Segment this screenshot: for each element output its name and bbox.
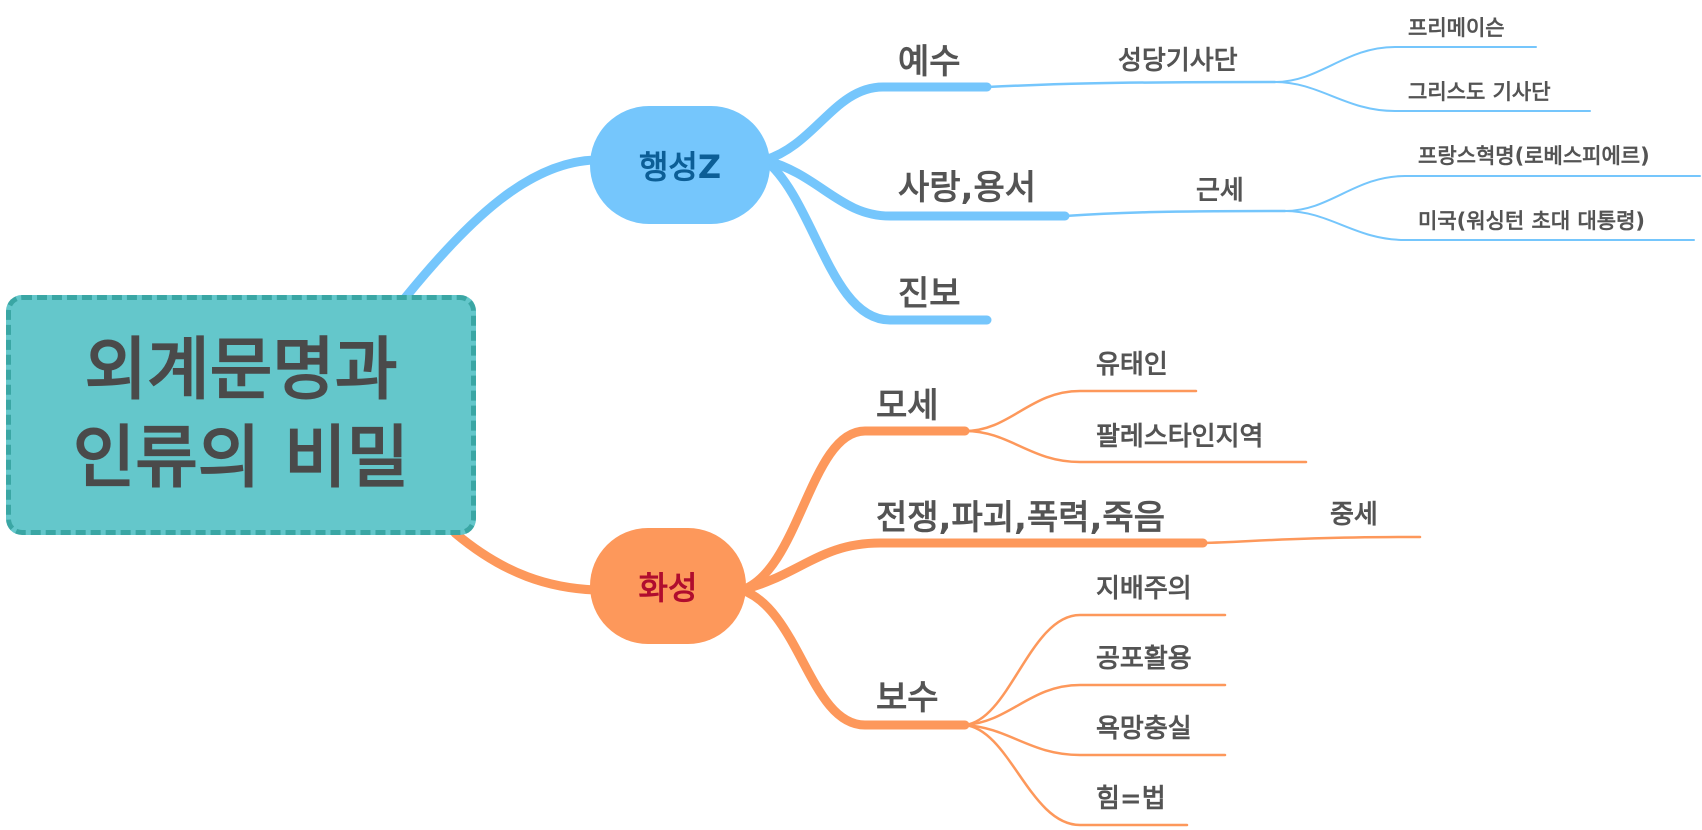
subtopic-early-modern[interactable]: 근세	[1196, 176, 1244, 206]
root-topic-line-1: 외계문명과	[84, 331, 398, 410]
subtopic-love-forgiveness[interactable]: 사랑,용서	[898, 168, 1037, 208]
edge-order-of-christ	[1274, 81, 1591, 112]
edge-love	[760, 155, 1070, 221]
edge-templar	[985, 80, 1277, 89]
leaf-might-is-law[interactable]: 힘=법	[1096, 784, 1166, 814]
leaf-desire[interactable]: 욕망충실	[1096, 714, 1192, 744]
edge-jesus	[760, 82, 992, 165]
edge-conservatism	[737, 585, 970, 730]
subtopic-conservatism[interactable]: 보수	[876, 678, 939, 718]
edge-palestine	[963, 429, 1308, 464]
subtopic-war-destruction[interactable]: 전쟁,파괴,폭력,죽음	[876, 498, 1165, 538]
topic-mars[interactable]: 화성	[590, 528, 746, 644]
edge-fear	[963, 683, 1227, 727]
subtopic-jesus[interactable]: 예수	[898, 42, 961, 82]
edge-early-modern	[1063, 209, 1287, 218]
leaf-jews[interactable]: 유태인	[1096, 350, 1168, 380]
edge-desire	[963, 723, 1227, 757]
edge-progress	[760, 155, 992, 325]
subtopic-progress[interactable]: 진보	[898, 274, 961, 314]
leaf-domination[interactable]: 지배주의	[1096, 574, 1192, 604]
subtopic-templar[interactable]: 성당기사단	[1118, 46, 1238, 76]
subtopic-moses[interactable]: 모세	[876, 386, 939, 426]
edge-french-revolution	[1284, 175, 1701, 212]
root-to-planet-z	[400, 155, 600, 303]
edge-middle-ages	[1201, 535, 1422, 545]
edge-freemason	[1274, 46, 1537, 83]
edge-usa-washington	[1284, 210, 1695, 241]
root-to-mars	[450, 528, 600, 595]
leaf-fear[interactable]: 공포활용	[1096, 644, 1192, 674]
edge-jews	[963, 389, 1198, 433]
leaf-freemason[interactable]: 프리메이슨	[1408, 16, 1505, 40]
edge-domination	[963, 613, 1227, 727]
root-topic[interactable]: 외계문명과 인류의 비밀	[6, 295, 476, 535]
topic-planet-z[interactable]: 행성Z	[590, 106, 770, 224]
edge-moses	[737, 426, 970, 595]
leaf-middle-ages[interactable]: 중세	[1330, 500, 1378, 530]
root-topic-line-2: 인류의 비밀	[72, 419, 410, 498]
edge-war	[737, 538, 1208, 595]
leaf-palestine[interactable]: 팔레스타인지역	[1096, 422, 1264, 452]
leaf-french-revolution[interactable]: 프랑스혁명(로베스피에르)	[1418, 144, 1650, 168]
leaf-usa-washington[interactable]: 미국(워싱턴 초대 대통령)	[1418, 209, 1646, 233]
leaf-order-of-christ[interactable]: 그리스도 기사단	[1408, 80, 1551, 104]
edge-might-is-law	[963, 723, 1189, 827]
